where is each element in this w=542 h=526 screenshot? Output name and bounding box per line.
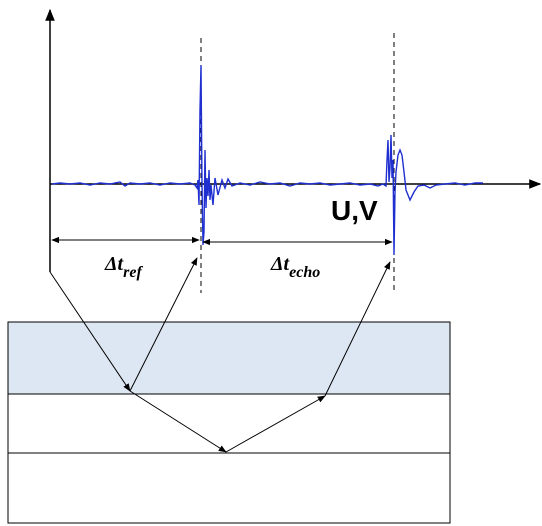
ray-incident bbox=[49, 271, 131, 392]
ray-echo-final bbox=[324, 261, 391, 397]
layer-middle bbox=[7, 393, 451, 454]
layer-bottom bbox=[7, 452, 451, 524]
ray-transmitted bbox=[129, 390, 227, 453]
delta-t-ref-label: Δtref bbox=[104, 253, 143, 281]
delta-t-echo-label: Δtecho bbox=[270, 253, 320, 281]
ray-echo-up bbox=[225, 395, 326, 453]
ray-ref-reflected bbox=[129, 257, 198, 392]
layer-top bbox=[7, 321, 451, 395]
signal-label: U,V bbox=[331, 195, 378, 226]
signal-waveform bbox=[51, 64, 483, 256]
